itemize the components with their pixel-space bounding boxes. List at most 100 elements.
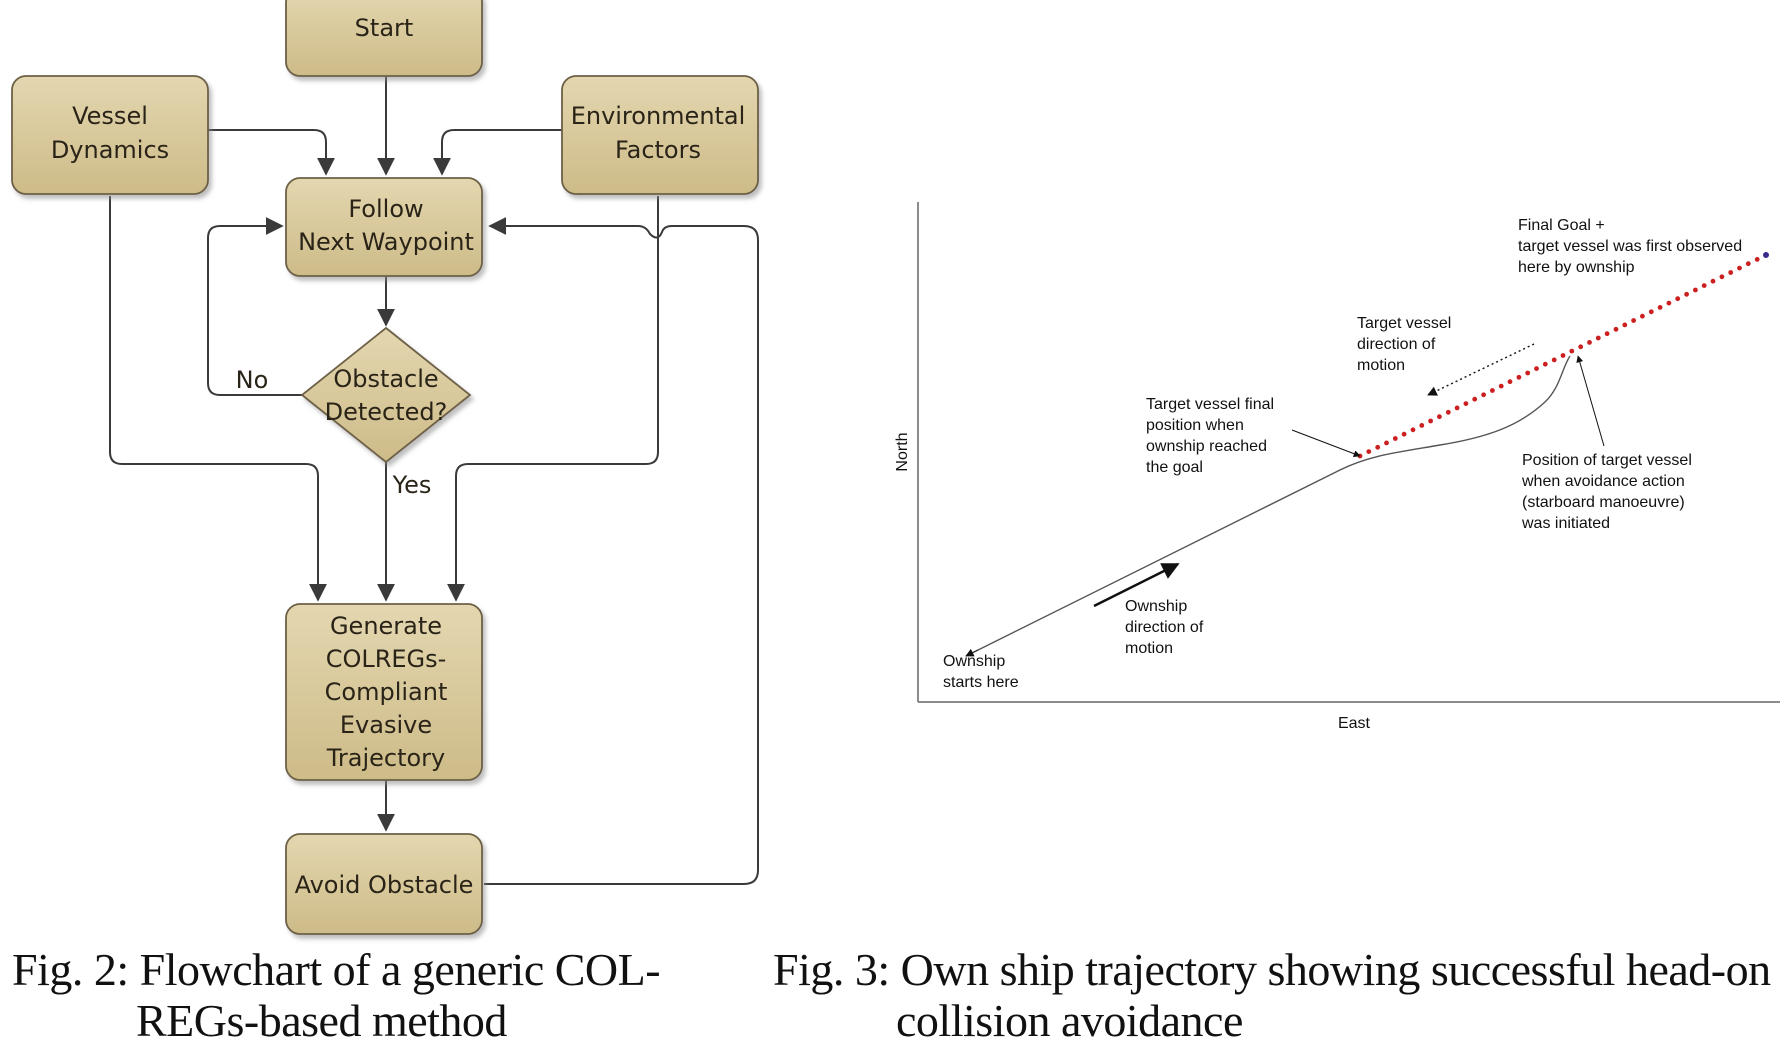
target-track-dot — [1551, 357, 1557, 363]
edge-avoid-loop — [484, 217, 759, 885]
target-track-dot — [1472, 396, 1478, 402]
target-track-dot — [1622, 322, 1628, 328]
target-track-dot — [1516, 374, 1522, 380]
avoidance-position-text-3: (starboard manoeuvre) — [1522, 494, 1685, 511]
generate-label-4: Evasive — [340, 711, 432, 739]
generate-label-3: Compliant — [325, 678, 448, 706]
target-track-dot — [1675, 296, 1681, 302]
fig3-caption-line1: Fig. 3: Own ship trajectory showing succ… — [773, 944, 1771, 995]
target-direction-arrow — [1427, 343, 1535, 396]
ownship-direction-text-1: Ownship — [1125, 598, 1187, 615]
start-label: Start — [355, 14, 414, 42]
target-track-dot — [1631, 318, 1636, 323]
vessel-dynamics-label-2: Dynamics — [51, 136, 169, 164]
target-track-dot — [1578, 344, 1584, 350]
target-track-dot — [1454, 405, 1460, 411]
target-track-dot — [1666, 300, 1672, 306]
target-track-dot — [1693, 287, 1698, 293]
target-vessel-track — [1357, 252, 1769, 459]
fig2-caption-line1: Fig. 2: Flowchart of a generic COL- — [12, 944, 661, 995]
node-environmental-factors — [561, 75, 759, 195]
target-track-dot — [1587, 340, 1592, 345]
node-vessel-dynamics — [11, 75, 209, 195]
follow-label-2: Next Waypoint — [298, 228, 474, 256]
target-track-dot — [1648, 309, 1654, 315]
node-generate-trajectory — [285, 603, 483, 781]
target-direction-text-1: Target vessel — [1357, 315, 1451, 332]
leader-target-final — [1291, 429, 1361, 458]
target-track-dot — [1410, 427, 1416, 433]
target-track-dot — [1684, 291, 1689, 297]
target-track-dot — [1754, 257, 1760, 262]
target-track-dot — [1366, 449, 1372, 454]
obstacle-label-2: Detected? — [325, 398, 448, 426]
ownship-direction-arrow — [1093, 562, 1180, 608]
target-track-dot — [1604, 331, 1610, 337]
flowchart-labels: Start Vessel Dynamics Environmental Fact… — [51, 14, 745, 899]
fig3-caption-line2: collision avoidance — [896, 995, 1243, 1046]
x-axis-label: East — [1338, 715, 1371, 732]
y-axis-label: North — [894, 432, 911, 471]
flowchart — [109, 76, 759, 885]
target-track-dot — [1437, 414, 1442, 420]
ownship-trajectory — [965, 355, 1571, 657]
target-track-dot — [1701, 283, 1707, 288]
edge-label-no: No — [236, 366, 269, 394]
node-obstacle-detected — [300, 326, 472, 464]
target-track-dot — [1640, 313, 1645, 319]
node-avoid-obstacle — [285, 833, 483, 935]
target-direction-text-2: direction of — [1357, 336, 1436, 353]
edge-dynamics-follow — [208, 129, 335, 176]
target-track-dot — [1463, 401, 1469, 406]
start-arrowhead — [965, 648, 979, 657]
target-final-text-2: position when — [1146, 417, 1244, 434]
target-track-dot — [1392, 436, 1398, 441]
target-track-dot — [1375, 444, 1381, 450]
environmental-label-1: Environmental — [571, 102, 746, 130]
avoidance-position-text-1: Position of target vessel — [1522, 452, 1692, 469]
follow-label-1: Follow — [348, 195, 423, 223]
edge-obstacle-no — [207, 217, 302, 396]
vessel-dynamics-label-1: Vessel — [72, 102, 148, 130]
target-track-dot — [1595, 335, 1601, 341]
final-goal-text-3: here by ownship — [1518, 259, 1635, 276]
edge-label-yes: Yes — [392, 471, 432, 499]
target-track-dot — [1737, 265, 1742, 271]
target-track-dot — [1419, 423, 1425, 428]
target-track-dot — [1428, 418, 1433, 424]
target-track-dot — [1657, 305, 1663, 310]
avoidance-position-text-4: was initiated — [1521, 515, 1610, 532]
target-track-dot — [1569, 348, 1575, 354]
final-goal-text-1: Final Goal + — [1518, 217, 1605, 234]
node-start — [285, 0, 483, 77]
final-goal-text-2: target vessel was first observed — [1518, 238, 1742, 255]
target-track-dot — [1525, 370, 1531, 376]
generate-label-1: Generate — [330, 612, 442, 640]
ownship-start-text-1: Ownship — [943, 653, 1005, 670]
target-track-dot — [1401, 431, 1407, 437]
final-goal-marker — [1763, 252, 1769, 258]
node-follow-waypoint — [285, 177, 483, 277]
target-final-text-4: the goal — [1146, 459, 1203, 476]
generate-label-5: Trajectory — [326, 744, 446, 772]
target-track-dot — [1710, 278, 1716, 284]
edge-environment-generate — [447, 196, 659, 602]
environmental-label-2: Factors — [615, 136, 701, 164]
target-track-dot — [1542, 361, 1548, 367]
target-track-dot — [1534, 366, 1539, 371]
edge-environment-follow — [433, 129, 562, 176]
target-final-text-1: Target vessel final — [1146, 396, 1274, 413]
ownship-direction-text-2: direction of — [1125, 619, 1204, 636]
fig2-caption-line2: REGs-based method — [136, 995, 507, 1046]
leader-avoidance-position — [1576, 355, 1605, 447]
target-direction-text-3: motion — [1357, 357, 1405, 374]
avoidance-position-text-2: when avoidance action — [1521, 473, 1685, 490]
target-track-dot — [1507, 379, 1513, 385]
target-track-dot — [1719, 274, 1725, 280]
target-track-dot — [1384, 440, 1389, 446]
target-final-text-3: ownship reached — [1146, 438, 1267, 455]
target-track-dot — [1445, 409, 1451, 415]
target-track-dot — [1613, 326, 1619, 332]
generate-label-2: COLREGs- — [326, 645, 447, 673]
flowchart-nodes — [11, 0, 759, 935]
